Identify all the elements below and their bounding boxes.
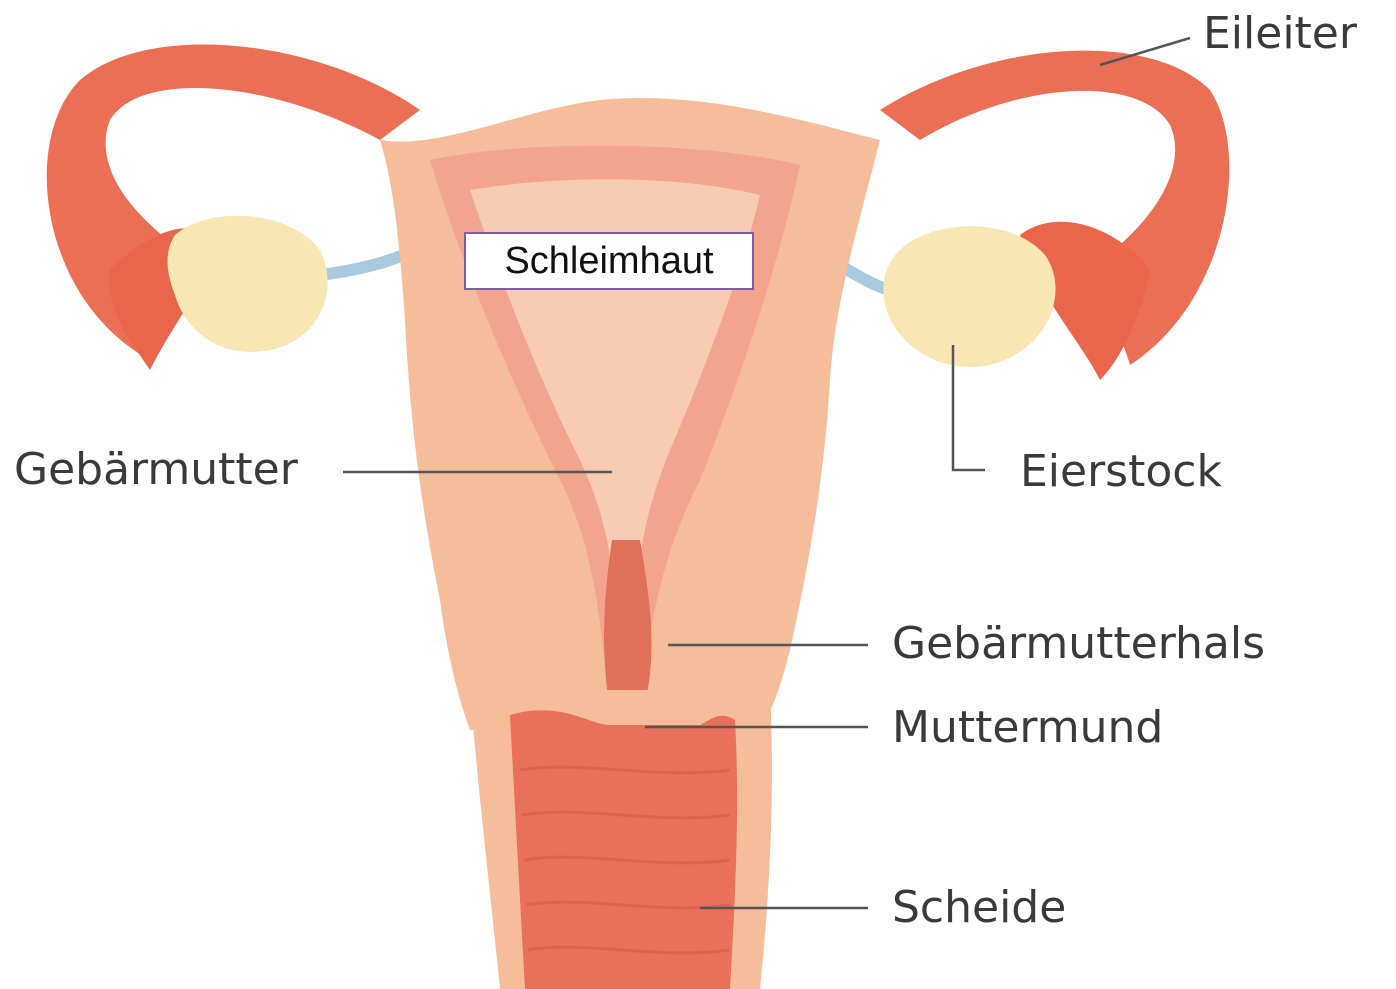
left-ovary	[168, 216, 328, 352]
label-gebaermutterhals: Gebärmutterhals	[892, 622, 1265, 666]
label-schleimhaut: Schleimhaut	[464, 232, 754, 290]
right-ovary	[883, 226, 1055, 367]
label-muttermund: Muttermund	[892, 706, 1163, 750]
label-eileiter: Eileiter	[1203, 12, 1357, 56]
label-scheide: Scheide	[892, 886, 1066, 930]
label-gebaermutter: Gebärmutter	[14, 448, 298, 492]
label-eierstock: Eierstock	[1020, 450, 1222, 494]
